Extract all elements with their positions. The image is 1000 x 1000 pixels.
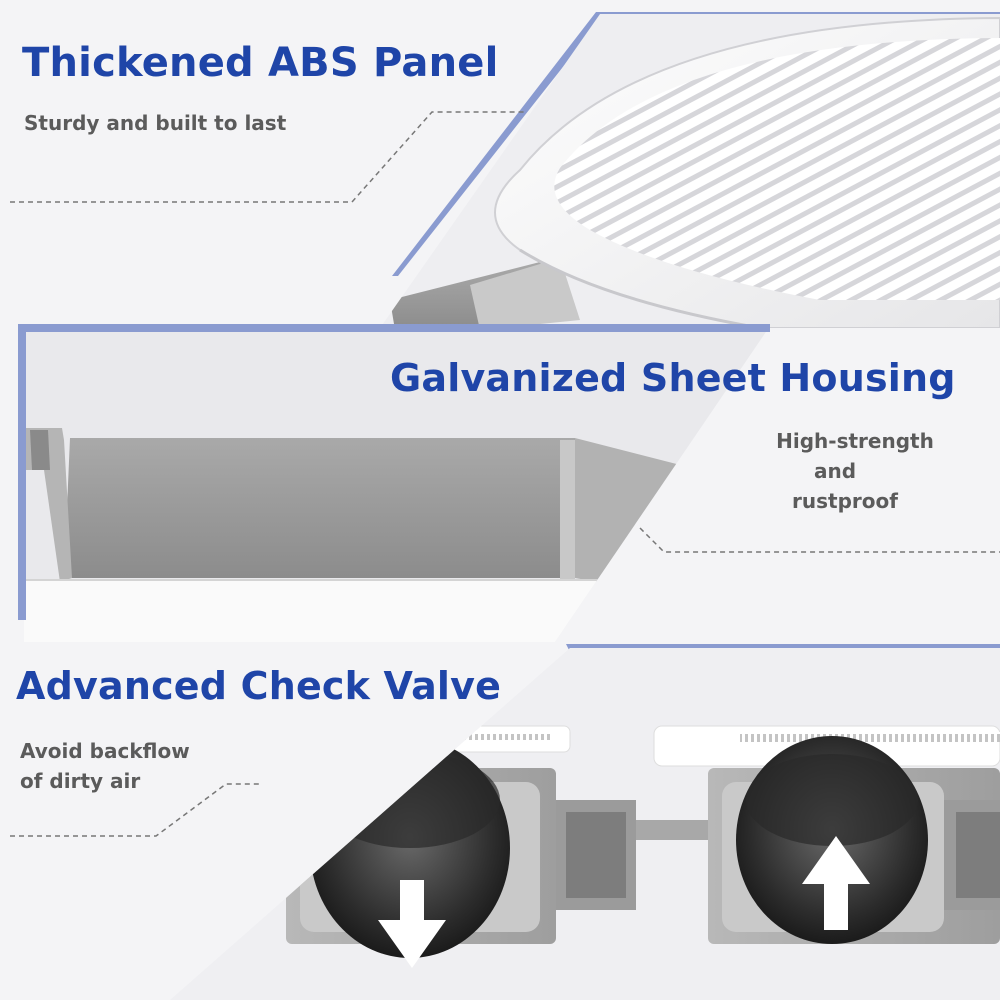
subtitle-line: Avoid backflow: [20, 739, 190, 763]
subtitle-line: High-strength: [776, 429, 934, 453]
section-subtitle-check-valve: Avoid backflow of dirty air: [20, 736, 190, 796]
section-2-graphic: [18, 324, 1000, 642]
section-title-check-valve: Advanced Check Valve: [16, 664, 502, 708]
panel-grille: [554, 38, 1000, 300]
section-title-galvanized-housing: Galvanized Sheet Housing: [390, 356, 956, 400]
pointer-line-1: [10, 111, 524, 203]
section-subtitle-abs-panel: Sturdy and built to last: [24, 108, 286, 138]
galvanized-housing: [64, 438, 575, 578]
pointer-line-2: [639, 527, 1000, 553]
pointer-line-3: [10, 783, 260, 837]
subtitle-line: rustproof: [792, 489, 898, 513]
subtitle-line: Sturdy and built to last: [24, 111, 287, 135]
airflow-down-arrow: [378, 880, 446, 968]
section-title-abs-panel: Thickened ABS Panel: [22, 40, 499, 86]
section-subtitle-galvanized-housing: High-strength and rustproof: [760, 426, 950, 516]
section-1-graphic: [10, 12, 1000, 328]
airflow-up-arrow: [802, 836, 870, 930]
check-valve-unit-right: [653, 725, 1000, 944]
subtitle-line: and: [813, 459, 857, 483]
subtitle-line: of dirty air: [20, 769, 141, 793]
